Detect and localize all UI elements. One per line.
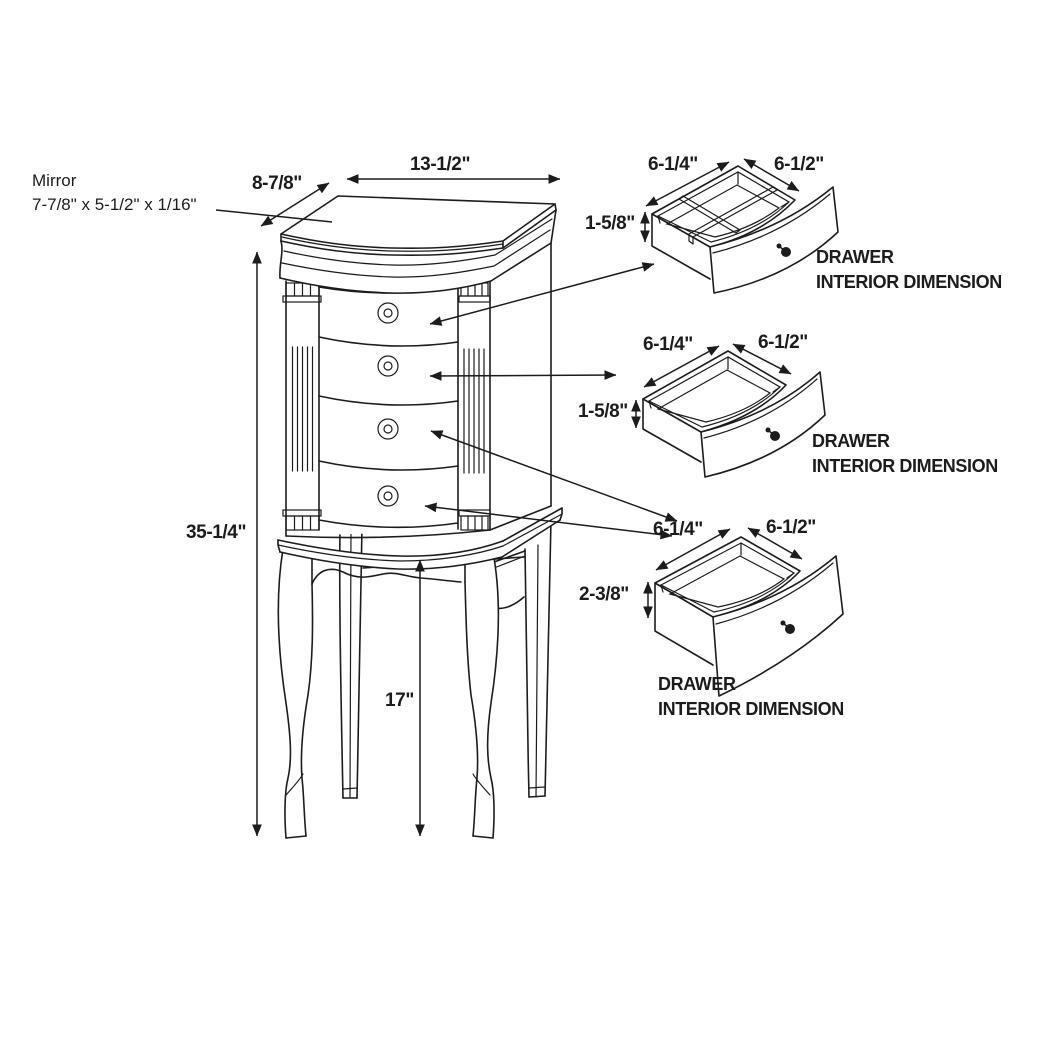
- detail2-caption-line1: DRAWER: [812, 431, 890, 451]
- detail1-caption-line2: INTERIOR DIMENSION: [816, 272, 1002, 292]
- leader-drawer-1: [429, 262, 655, 326]
- dim-top-width-label: 13-1/2": [410, 154, 471, 175]
- detail2-width-label: 6-1/4": [643, 334, 693, 355]
- drawer-detail-3-drawing: [654, 536, 844, 697]
- cabinet-front-apron: [311, 568, 462, 585]
- detail1-height-label: 1-5/8": [585, 213, 635, 234]
- left-pilaster: [282, 282, 322, 531]
- mirror-leader-line: [215, 209, 333, 223]
- drawer-leader-arrows: [424, 262, 678, 540]
- leader-drawer-2: [429, 370, 617, 381]
- detail2-depth-label: 6-1/2": [758, 332, 808, 353]
- dim-line-d3-depth: [747, 527, 803, 560]
- dim-line-d2-depth: [732, 343, 792, 375]
- drawer-knob-1: [377, 302, 399, 324]
- drawer-knob: [765, 427, 780, 441]
- detail3-caption-line1: DRAWER: [658, 674, 736, 694]
- detail3-width-label: 6-1/4": [653, 519, 703, 540]
- detail3-depth-label: 6-1/2": [766, 517, 816, 538]
- dim-line-d1-width: [645, 161, 730, 207]
- dim-top-depth-label: 8-7/8": [252, 173, 302, 194]
- drawer-knob-3: [377, 418, 399, 440]
- mirror-note-line2: 7-7/8" x 5-1/2" x 1/16": [32, 195, 197, 214]
- dim-overall-height-label: 35-1/4": [186, 522, 247, 543]
- drawer-detail-1-drawing: [651, 165, 839, 294]
- dim-line-top-depth: [260, 182, 330, 227]
- cabinet-top: [280, 195, 557, 257]
- detail2-height-label: 1-5/8": [578, 401, 628, 422]
- drawer-knob-2: [377, 355, 399, 377]
- detail1-caption-line1: DRAWER: [816, 247, 894, 267]
- drawer-knob-4: [377, 485, 399, 507]
- detail3-caption-line2: INTERIOR DIMENSION: [658, 699, 844, 719]
- detail-dimension-arrows: [631, 158, 803, 619]
- dim-line-d2-width: [643, 345, 720, 388]
- dim-line-d3-width: [655, 528, 731, 571]
- dim-line-d1-depth: [743, 158, 800, 192]
- cabinet-front-legs: [277, 548, 500, 839]
- detail3-height-label: 2-3/8": [579, 584, 629, 605]
- drawer-detail-2-drawing: [642, 350, 826, 478]
- dim-leg-height-label: 17": [385, 690, 414, 711]
- dimension-arrows: [215, 174, 561, 837]
- drawer-knob: [776, 243, 791, 257]
- mirror-note-line1: Mirror: [32, 171, 77, 190]
- detail1-width-label: 6-1/4": [648, 154, 698, 175]
- detail1-depth-label: 6-1/2": [774, 154, 824, 175]
- drawer-knob: [780, 620, 795, 634]
- detail2-caption-line2: INTERIOR DIMENSION: [812, 456, 998, 476]
- leader-drawer-4: [424, 502, 673, 540]
